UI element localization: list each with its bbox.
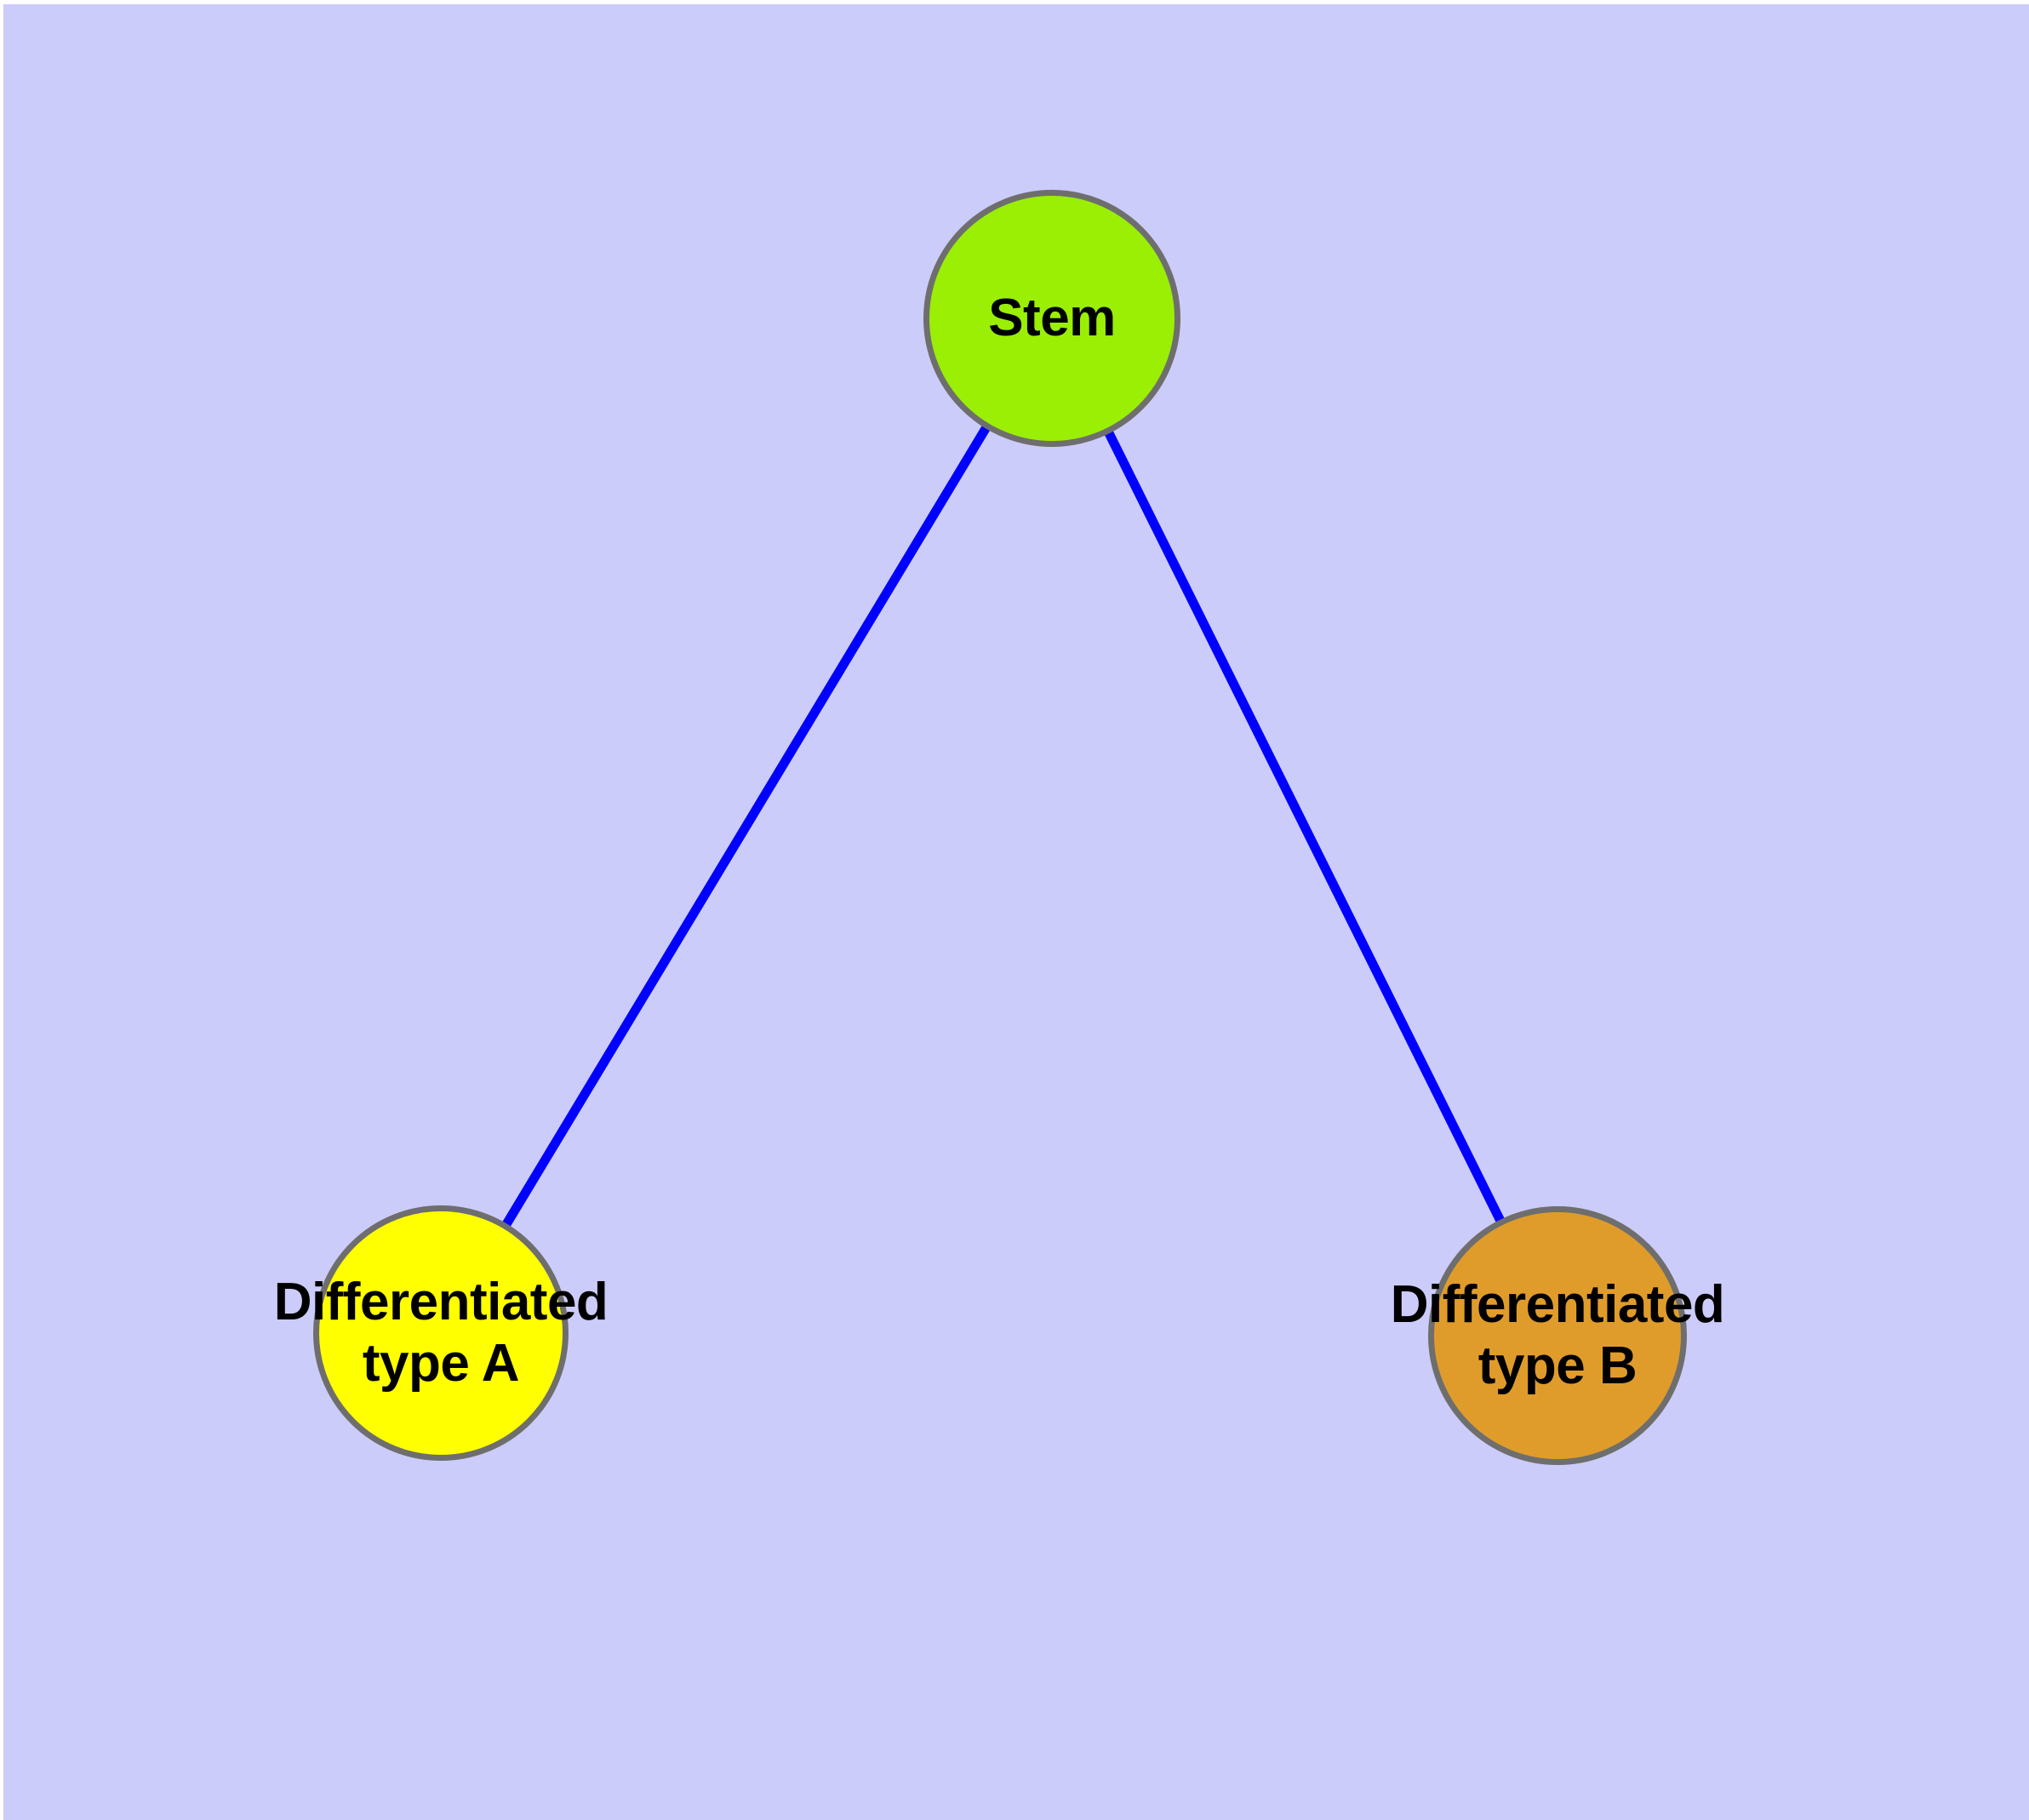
edge-stem-diff-b[interactable]	[1103, 428, 1506, 1225]
node-diff_b[interactable]	[1428, 1206, 1687, 1465]
node-layer	[313, 190, 1687, 1465]
edge-stem-diff-a[interactable]	[500, 423, 992, 1229]
node-stem[interactable]	[923, 190, 1180, 447]
node-diff_a[interactable]	[313, 1205, 569, 1461]
edge-layer	[500, 423, 1506, 1229]
